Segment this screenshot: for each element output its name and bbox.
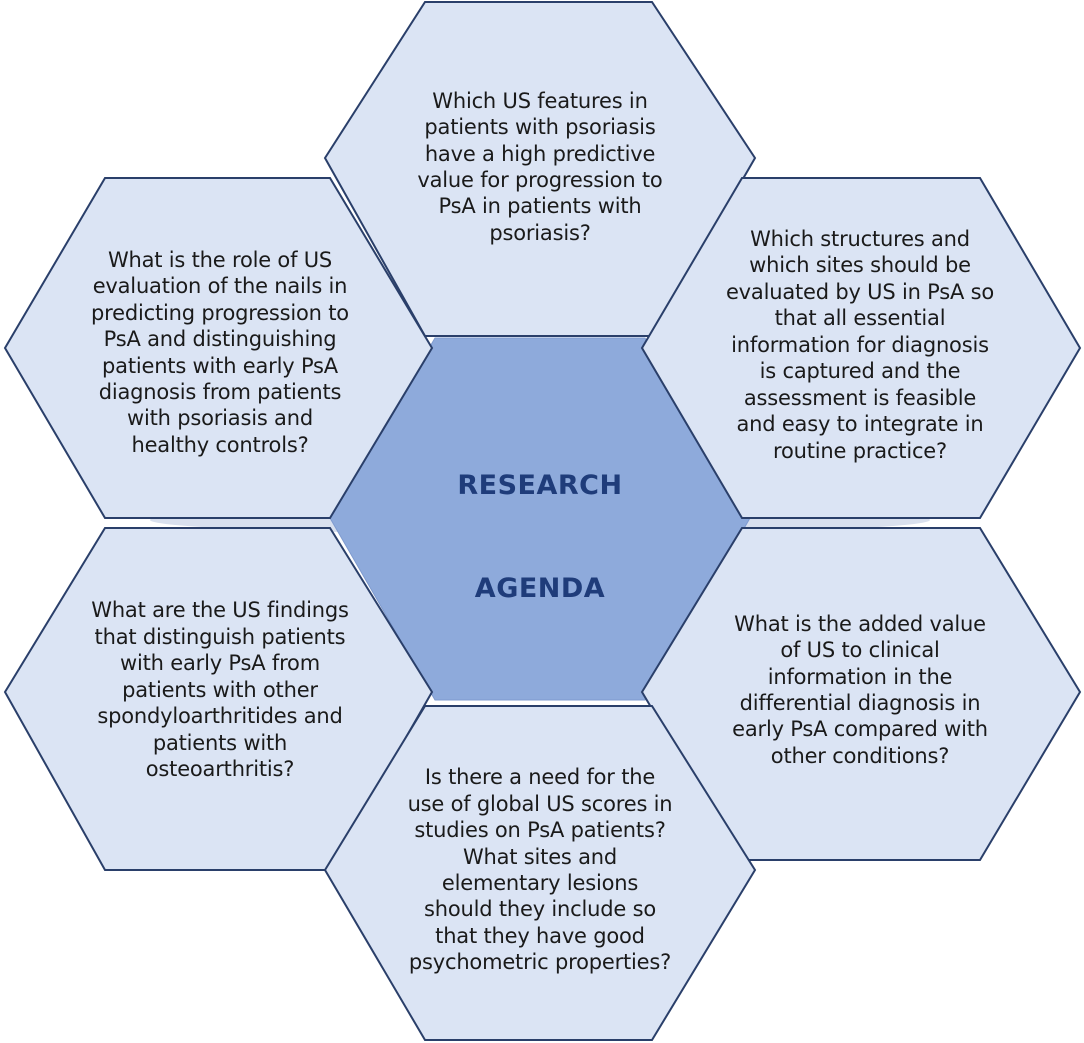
bottom-hexagon [323, 705, 757, 1041]
question-bottom: Is there a need for the use of global US… [407, 765, 673, 975]
question-upper-left: What is the role of US evaluation of the… [91, 247, 349, 457]
question-upper-right: Which structures and which sites should … [725, 226, 995, 463]
upper-left-hexagon [3, 177, 434, 519]
question-lower-right: What is the added value of US to clinica… [732, 611, 988, 768]
lower-left-hexagon [3, 527, 434, 871]
question-lower-left: What are the US findings that distinguis… [91, 598, 349, 782]
center-label-agenda: AGENDA [474, 573, 606, 604]
upper-right-hexagon [640, 177, 1082, 519]
center-label-research: RESEARCH [457, 470, 623, 501]
question-top: Which US features in patients with psori… [417, 88, 663, 245]
